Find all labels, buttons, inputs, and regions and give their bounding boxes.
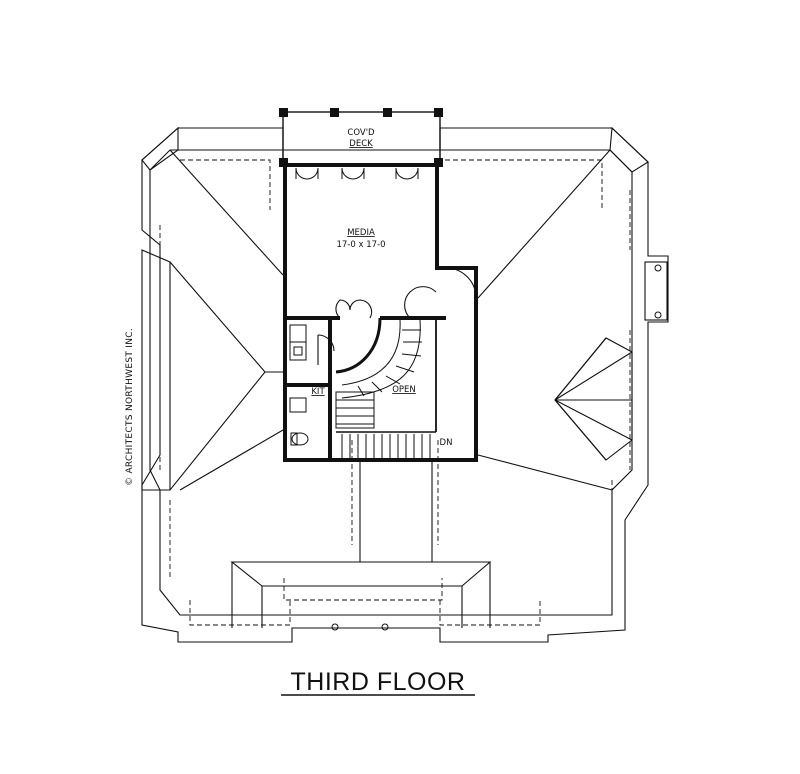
media-size: 17-0 x 17-0 xyxy=(336,240,385,250)
dormer-vents xyxy=(331,264,662,631)
deck-label-2: DECK xyxy=(349,139,373,149)
media-label: MEDIA xyxy=(347,228,375,238)
roof-outline xyxy=(141,126,669,643)
interior-walls xyxy=(283,163,478,462)
copyright-text: © ARCHITECTS NORTHWEST INC. xyxy=(125,328,135,486)
open-label: OPEN xyxy=(392,385,416,395)
plan-title: THIRD FLOOR xyxy=(291,668,466,696)
dn-label: DN xyxy=(440,438,453,448)
staircase xyxy=(335,317,437,458)
fixtures xyxy=(289,324,309,446)
deck-label-1: COV'D xyxy=(347,128,375,138)
walls-below-dashed xyxy=(159,159,631,626)
media-doors xyxy=(317,267,477,365)
deck-doors xyxy=(295,167,419,180)
kit-label: KIT xyxy=(311,387,325,397)
